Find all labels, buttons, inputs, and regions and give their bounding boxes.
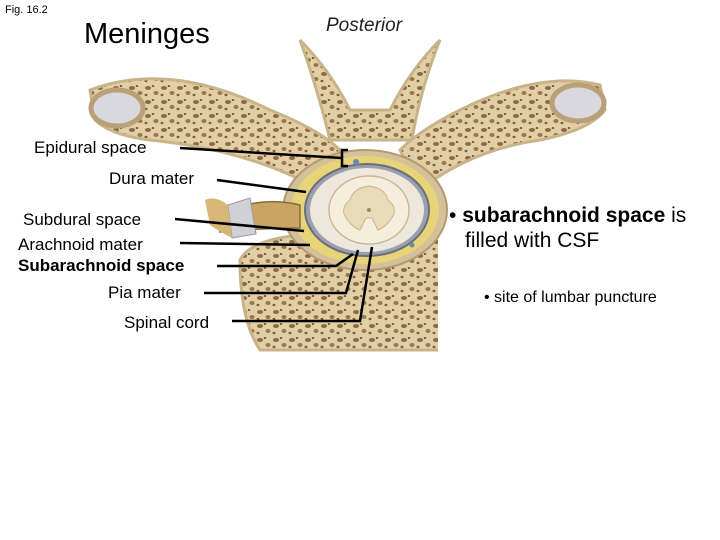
bullet-subarachnoid: • subarachnoid space is filled with CSF: [449, 203, 709, 253]
right-articular-facet: [552, 85, 604, 121]
label-arachnoid-mater: Arachnoid mater: [18, 235, 143, 255]
label-epidural-space: Epidural space: [34, 138, 146, 158]
sub-bullet-lumbar-puncture: • site of lumbar puncture: [484, 287, 684, 308]
sub-bullet-text: site of lumbar puncture: [494, 289, 657, 306]
nerve-branch: [205, 198, 232, 238]
bullet-bold-term: subarachnoid space: [462, 204, 665, 227]
label-spinal-cord: Spinal cord: [124, 313, 209, 333]
bullet-dot: •: [449, 204, 462, 227]
spinous-process: [300, 40, 440, 140]
label-pia-mater: Pia mater: [108, 283, 181, 303]
label-subarachnoid-space: Subarachnoid space: [18, 256, 184, 276]
sub-bullet-dot: •: [484, 289, 494, 306]
label-subdural-space: Subdural space: [23, 210, 141, 230]
left-articular-facet: [91, 90, 143, 126]
label-dura-mater: Dura mater: [109, 169, 194, 189]
